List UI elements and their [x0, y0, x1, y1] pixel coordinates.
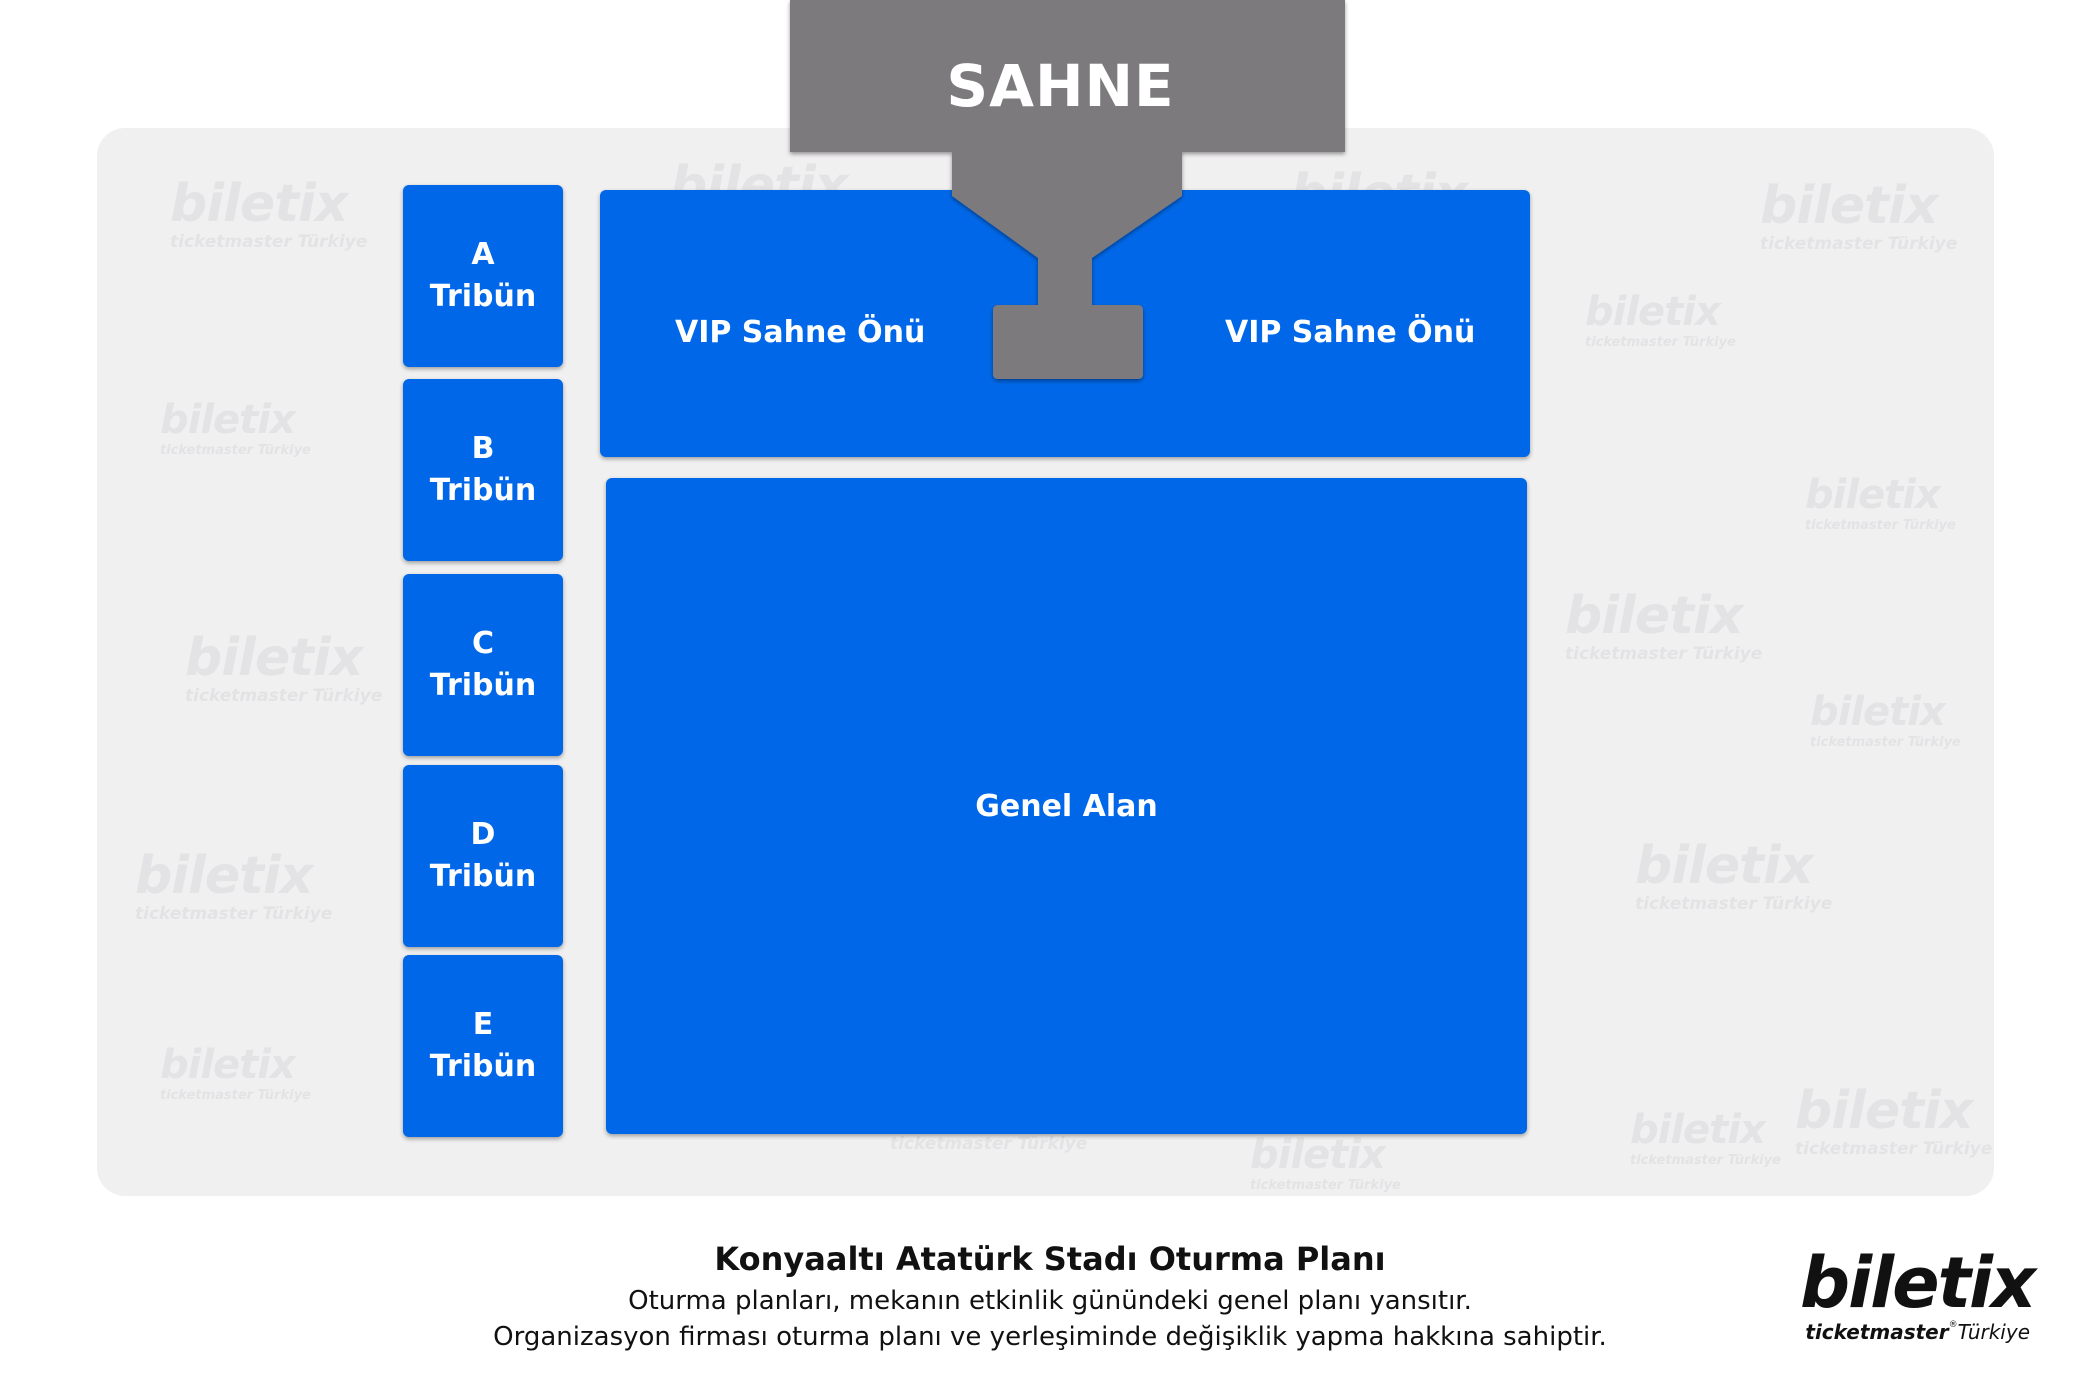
tribune-word: Tribün [429, 1049, 537, 1084]
logo-ticketmaster: ticketmaster [1805, 1320, 1949, 1344]
tribune-d[interactable]: D Tribün [403, 765, 563, 947]
stage-shape [790, 0, 1345, 379]
tribune-letter: D [470, 817, 496, 852]
genel-alan-area[interactable]: Genel Alan [606, 478, 1527, 1134]
logo-brand: biletix [1800, 1242, 2036, 1324]
caption-line-2: Organizasyon firması oturma planı ve yer… [493, 1322, 1607, 1352]
caption-title: Konyaaltı Atatürk Stadı Oturma Planı [714, 1240, 1386, 1278]
tribune-word: Tribün [429, 473, 537, 508]
logo-country: Türkiye [1957, 1320, 2030, 1344]
tribune-b[interactable]: B Tribün [403, 379, 563, 561]
biletix-logo: biletix ticketmaster®Türkiye [1800, 1242, 2036, 1344]
vip-right-label: VIP Sahne Önü [1225, 315, 1476, 350]
tribune-word: Tribün [429, 859, 537, 894]
tribune-e[interactable]: E Tribün [403, 955, 563, 1137]
tribune-c[interactable]: C Tribün [403, 574, 563, 756]
tribune-word: Tribün [429, 668, 537, 703]
stage-label: SAHNE [946, 52, 1175, 120]
caption-line-1: Oturma planları, mekanın etkinlik gününd… [628, 1286, 1472, 1316]
tribune-letter: E [472, 1007, 494, 1042]
vip-left-label: VIP Sahne Önü [675, 315, 926, 350]
tribune-letter: B [471, 431, 495, 466]
logo-subtitle: ticketmaster®Türkiye [1800, 1320, 2030, 1344]
genel-alan-label: Genel Alan [975, 788, 1158, 824]
logo-registered: ® [1948, 1320, 1958, 1330]
tribune-word: Tribün [429, 279, 537, 314]
tribune-letter: C [471, 626, 495, 661]
tribune-a[interactable]: A Tribün [403, 185, 563, 367]
tribune-letter: A [471, 237, 495, 272]
